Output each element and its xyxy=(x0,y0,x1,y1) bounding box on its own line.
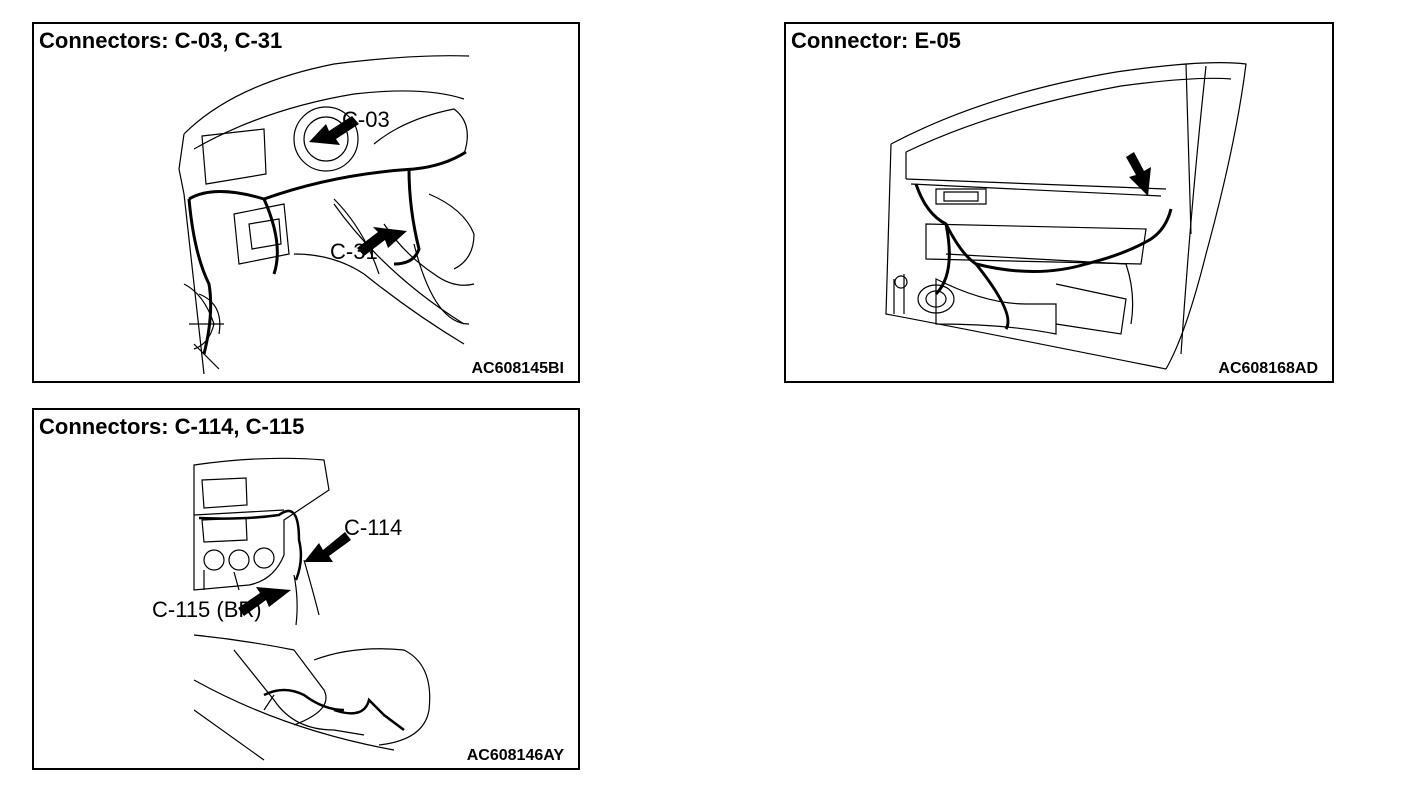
callout-c115: C-115 (BR) xyxy=(152,597,262,622)
callout-c03: C-03 xyxy=(342,107,390,132)
figure-code: AC608168AD xyxy=(1218,360,1318,377)
diagram-panel-c114-c115: Connectors: C-114, C-115 xyxy=(32,408,580,770)
callout-c31: C-31 xyxy=(330,239,378,264)
diagram-panel-e05: Connector: E-05 xyxy=(784,22,1334,383)
dashboard-harness-drawing xyxy=(178,55,475,375)
diagram-panel-c03-c31: Connectors: C-03, C-31 xyxy=(32,22,580,383)
callout-c114: C-114 xyxy=(344,515,403,540)
door-panel-drawing xyxy=(885,62,1247,370)
figure-code: AC608145BI xyxy=(471,360,565,377)
center-console-drawing xyxy=(193,457,431,761)
panel-title: Connector: E-05 xyxy=(791,28,961,53)
figure-code: AC608146AY xyxy=(466,747,564,764)
panel-title: Connectors: C-114, C-115 xyxy=(39,414,305,439)
panel-title: Connectors: C-03, C-31 xyxy=(39,28,283,53)
